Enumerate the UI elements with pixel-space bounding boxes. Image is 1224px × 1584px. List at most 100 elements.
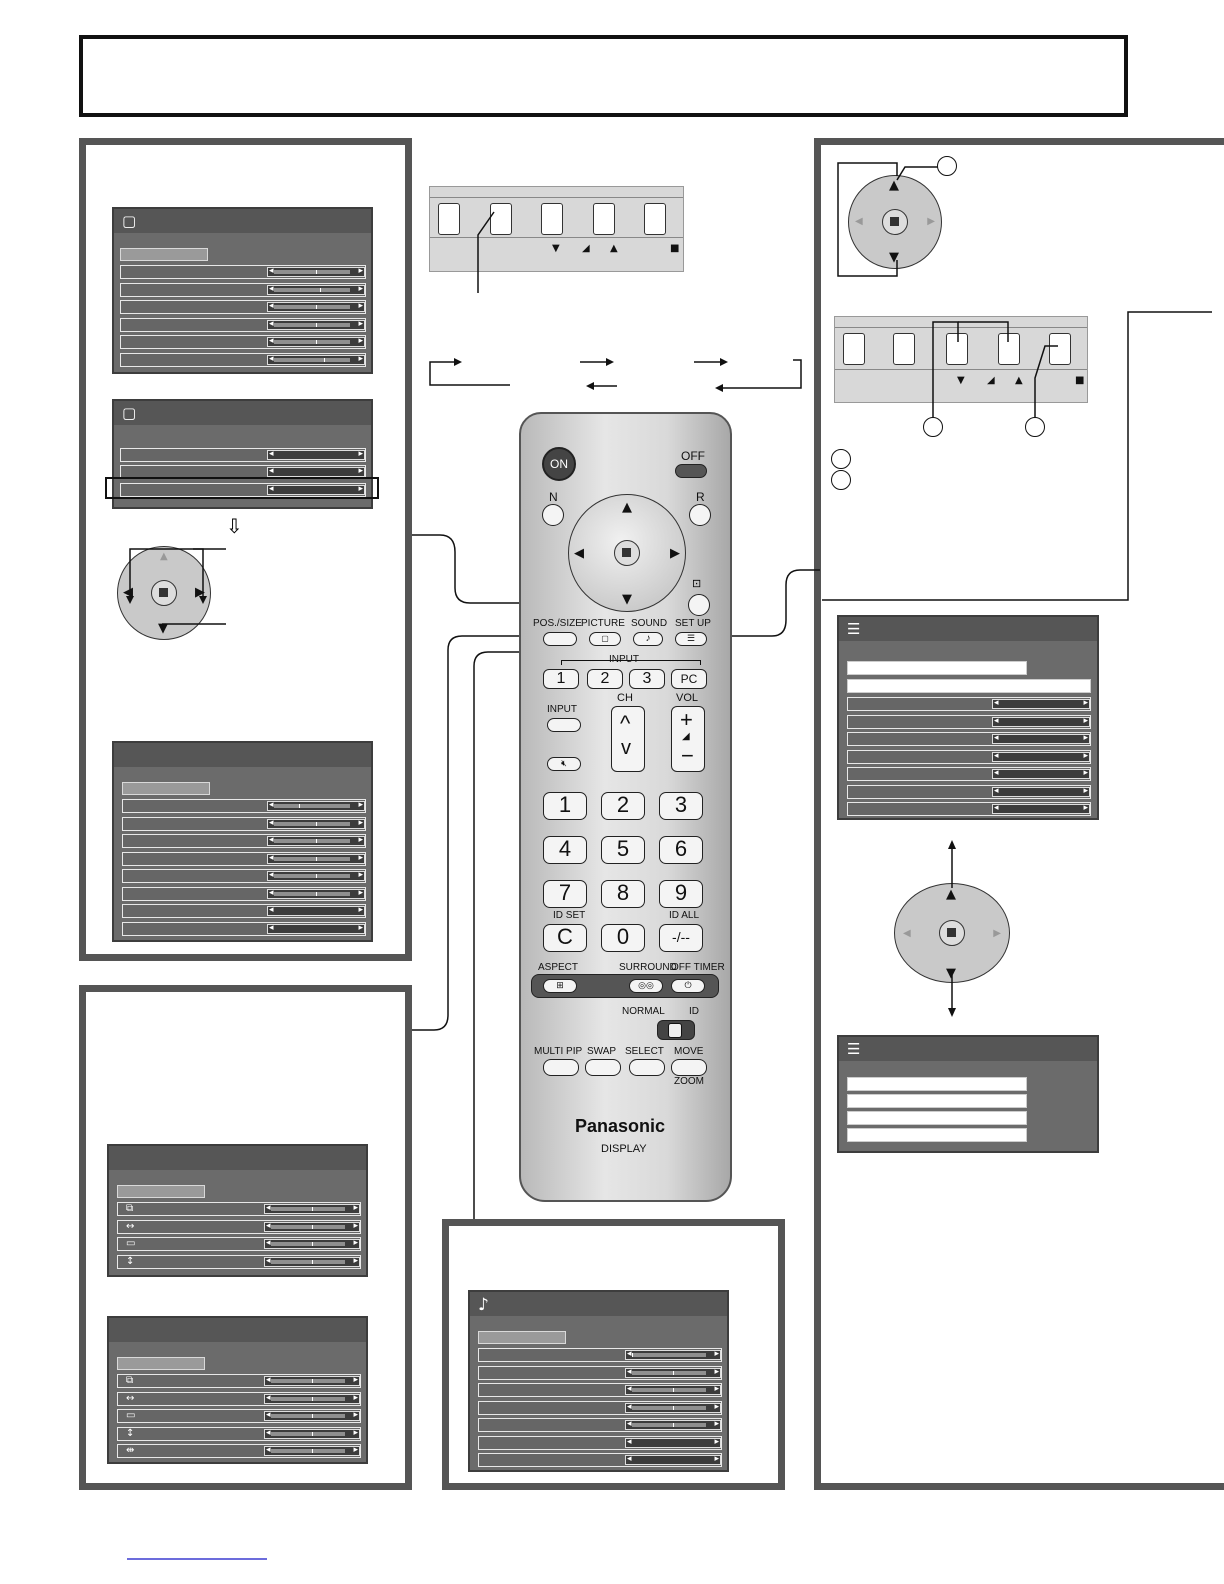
select-label: SELECT (625, 1046, 664, 1057)
on-button[interactable]: ON (542, 447, 576, 481)
slider (267, 799, 365, 811)
input-pc-button[interactable]: PC (671, 669, 707, 689)
id-mode-switch[interactable] (657, 1020, 695, 1040)
slider (264, 1444, 360, 1456)
picture-row (120, 282, 366, 297)
slider (264, 1220, 360, 1232)
key-dash-button[interactable]: -/-- (659, 924, 703, 952)
off-button[interactable] (675, 464, 707, 478)
down-arrow-icon: ⇩ (226, 514, 243, 538)
surround-label: SURROUND (619, 962, 677, 973)
list-icon: ☰ (847, 620, 861, 638)
slider (267, 852, 365, 864)
model-label: DISPLAY (601, 1143, 647, 1155)
remote-dpad[interactable]: ▲ ◀ ▶ ▼ (568, 494, 686, 612)
swap-label: SWAP (587, 1046, 617, 1057)
picture-row (122, 799, 366, 813)
picture-menu-1: ▢ (112, 207, 373, 374)
normal-label: NORMAL (622, 1006, 665, 1017)
input-label: INPUT (547, 704, 577, 715)
key-2-button[interactable]: 2 (601, 792, 645, 820)
h-size-icon: ↔ (126, 1392, 135, 1404)
ch-label: CH (617, 692, 633, 704)
slider (267, 869, 365, 881)
off-label: OFF (681, 449, 705, 463)
slider (264, 1255, 360, 1267)
front-panel-strip-top: ▼ ◢ ▲ ■ (429, 186, 684, 272)
slider (267, 318, 365, 330)
input-3-button[interactable]: 3 (629, 669, 665, 689)
input-button[interactable] (547, 718, 581, 732)
callout-circle-2 (923, 417, 943, 437)
slider (264, 1392, 360, 1404)
key-1-button[interactable]: 1 (543, 792, 587, 820)
list-icon: ☰ (847, 1040, 861, 1058)
setup-button[interactable]: ☰ (675, 632, 707, 646)
slider (267, 922, 365, 934)
r-button[interactable] (689, 504, 711, 526)
picture-menu-3 (112, 741, 373, 942)
key-8-button[interactable]: 8 (601, 880, 645, 908)
n-button[interactable] (542, 504, 564, 526)
picture-row (120, 335, 366, 349)
ch-rocker[interactable]: ^ v (611, 706, 645, 772)
vol-rocker[interactable]: + ◢ − (671, 706, 705, 772)
ch-down-icon: v (621, 737, 631, 759)
slider (992, 697, 1090, 709)
recall-button[interactable] (688, 594, 710, 616)
picture-button[interactable]: ▢ (589, 632, 621, 646)
surround-button[interactable]: ◎◎ (629, 979, 663, 993)
key-6-button[interactable]: 6 (659, 836, 703, 864)
setup-menu-1: ☰ (837, 615, 1099, 820)
selection-highlight (105, 477, 379, 499)
key-5-button[interactable]: 5 (601, 836, 645, 864)
slider (992, 785, 1090, 797)
pos-size-button[interactable] (543, 632, 577, 646)
picture-label: PICTURE (581, 618, 625, 629)
slider (267, 904, 365, 916)
slider (625, 1418, 721, 1430)
slider (267, 300, 365, 312)
move-button[interactable] (671, 1059, 707, 1076)
key-4-button[interactable]: 4 (543, 836, 587, 864)
multi-pip-label: MULTI PIP (534, 1046, 583, 1057)
sound-row (478, 1348, 722, 1362)
picture-row (120, 265, 366, 279)
recall-icon: ⊡ (692, 578, 702, 590)
input-2-button[interactable]: 2 (587, 669, 623, 689)
multi-pip-button[interactable] (543, 1059, 579, 1076)
title-box (79, 35, 1128, 117)
slider (992, 732, 1090, 744)
input-1-button[interactable]: 1 (543, 669, 579, 689)
id-label: ID (689, 1006, 699, 1017)
slider (992, 750, 1090, 762)
vol-down-icon: − (681, 743, 694, 768)
slider (267, 283, 365, 295)
swap-button[interactable] (585, 1059, 621, 1076)
picture-row (122, 886, 366, 901)
mute-button[interactable]: 🔇︎ (547, 757, 581, 771)
sound-button[interactable]: ♪ (633, 632, 663, 646)
sound-row (478, 1365, 722, 1380)
picture-row (120, 317, 366, 332)
h-size-icon: ↔ (126, 1220, 135, 1232)
key-c-button[interactable]: C (543, 924, 587, 952)
key-0-button[interactable]: 0 (601, 924, 645, 952)
front-panel-strip-right: ▼ ◢ ▲ ■ (834, 316, 1088, 403)
action-button[interactable] (614, 540, 640, 566)
id-set-label: ID SET (553, 910, 586, 921)
sound-menu: ♪ (468, 1290, 729, 1472)
legend-circle-2 (831, 470, 851, 490)
slider (625, 1383, 721, 1395)
setup-row (847, 732, 1091, 746)
select-button[interactable] (629, 1059, 665, 1076)
key-3-button[interactable]: 3 (659, 792, 703, 820)
aspect-label: ASPECT (538, 962, 579, 973)
key-9-button[interactable]: 9 (659, 880, 703, 908)
slider (267, 335, 365, 347)
aspect-button[interactable]: ⊞ (543, 979, 577, 993)
r-label: R (696, 490, 705, 504)
key-7-button[interactable]: 7 (543, 880, 587, 908)
off-timer-button[interactable]: ⏻ (671, 979, 705, 993)
n-label: N (549, 490, 558, 504)
